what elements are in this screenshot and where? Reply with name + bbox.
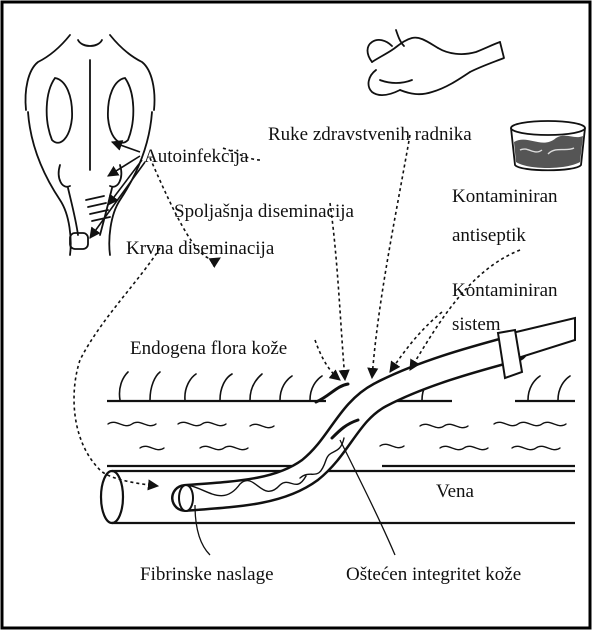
antiseptic-jar-icon [511,121,585,170]
catheter-hub [498,318,575,378]
label-kontaminiran-antiseptik-line2: antiseptik [452,225,526,246]
label-krvna-diseminacija: Krvna diseminacija [126,238,275,259]
label-ruke-zdravstvenih-radnika: Ruke zdravstvenih radnika [268,124,472,145]
hand-icon [368,30,505,95]
label-endogena-flora-koze: Endogena flora kože [130,338,287,359]
label-kontaminiran-sistem-line1: Kontaminiran [452,280,558,301]
label-vena: Vena [436,481,475,502]
label-ostecen-integritet-koze: Oštećen integritet kože [346,564,521,585]
autoinfection-arrows [90,142,145,238]
label-autoinfekcija: Autoinfekcija [144,146,249,167]
label-fibrinske-naslage: Fibrinske naslage [140,564,274,585]
label-kontaminiran-sistem-line2: sistem [452,314,501,335]
torso-icon [26,35,155,255]
label-spoljasnja-diseminacija: Spoljašnja diseminacija [174,201,355,222]
label-kontaminiran-antiseptik-line1: Kontaminiran [452,186,558,207]
